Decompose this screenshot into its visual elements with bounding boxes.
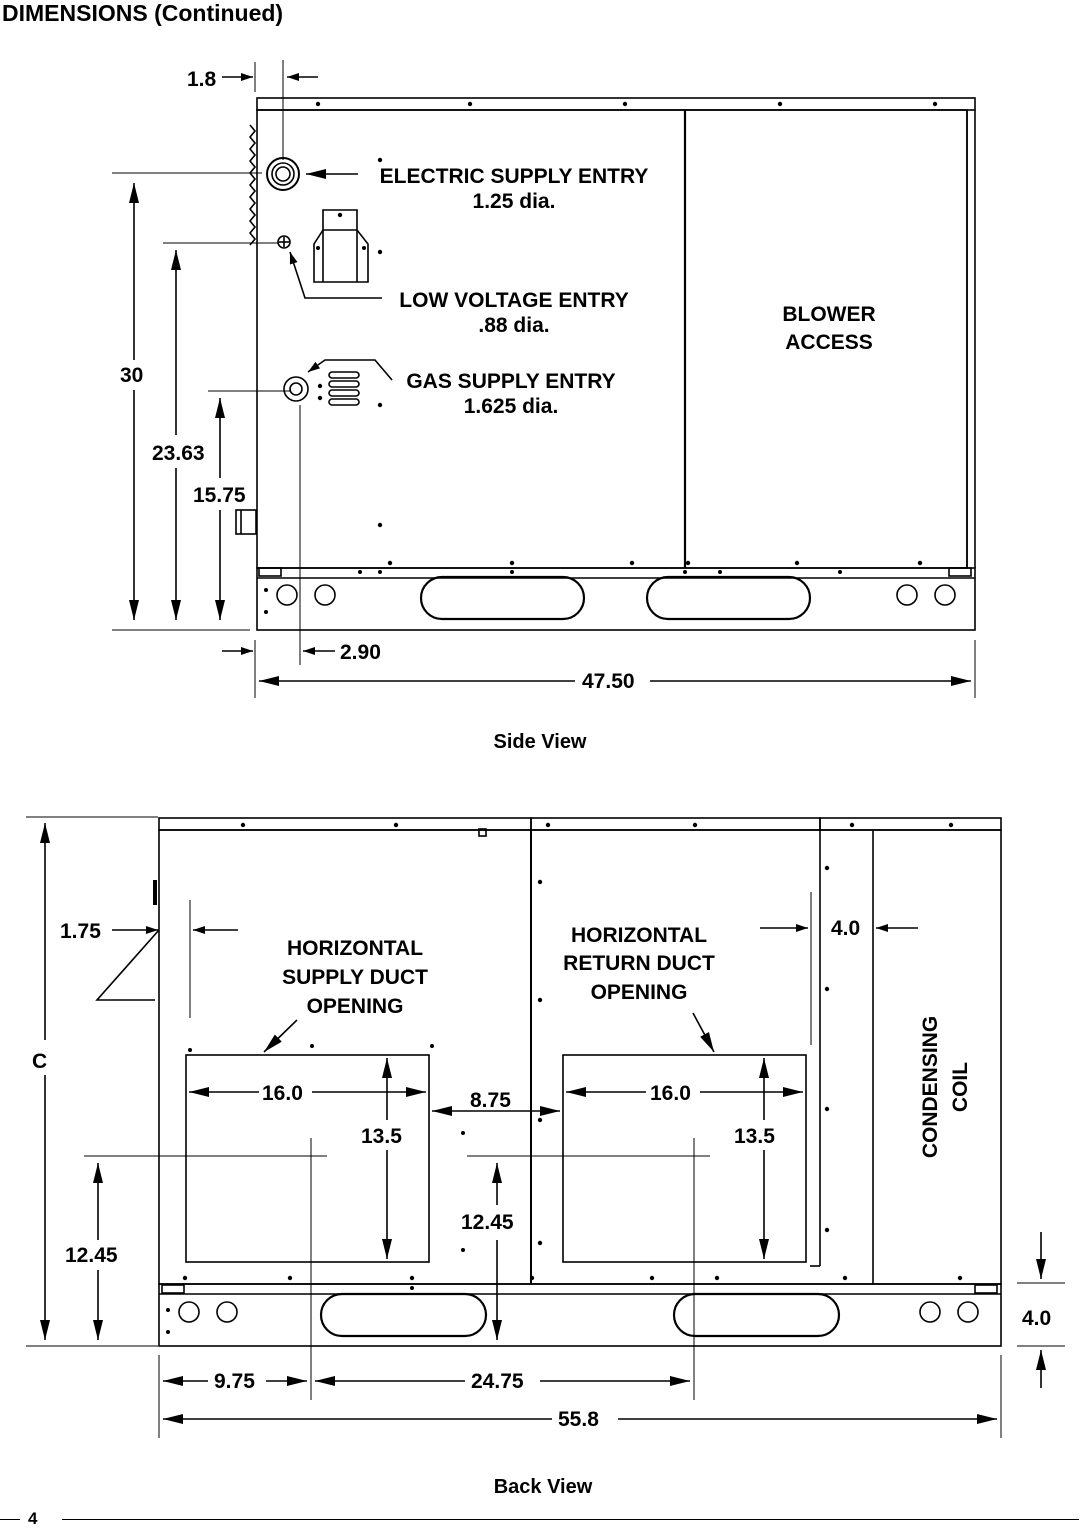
condensing-coil-label-group: CONDENSING COIL: [919, 1016, 972, 1158]
back-view-dots: [166, 822, 963, 1334]
dim-bottom-offset: 2.90: [340, 641, 381, 664]
page-number: 4: [28, 1509, 38, 1528]
blower-access-label-1: BLOWER: [782, 303, 875, 326]
dim-height-electric: 30: [120, 364, 143, 387]
dim-overall-height: C: [32, 1050, 47, 1073]
supply-duct-label-2: SUPPLY DUCT: [282, 966, 428, 989]
dim-return-width: 16.0: [650, 1082, 691, 1105]
supply-duct-label-3: OPENING: [307, 995, 404, 1018]
side-base-rail: [256, 567, 976, 631]
dim-left-offset: 1.75: [60, 920, 101, 943]
low-voltage-dia-label: .88 dia.: [478, 314, 549, 337]
back-view: [95, 817, 1002, 1347]
return-duct-label-1: HORIZONTAL: [571, 924, 707, 947]
page-title: DIMENSIONS (Continued): [2, 0, 284, 26]
dim-mid-center-height: 12.45: [461, 1211, 514, 1234]
dim-overall-width-back: 55.8: [558, 1408, 599, 1431]
side-view-caption: Side View: [493, 731, 586, 753]
back-top-rail-mid: [530, 817, 821, 831]
return-duct-opening: [562, 1054, 807, 1263]
low-voltage-entry-label: LOW VOLTAGE ENTRY: [399, 289, 628, 312]
dim-left-center-height: 12.45: [65, 1244, 118, 1267]
side-top-rail: [256, 97, 976, 111]
side-view-dots: [264, 101, 938, 614]
dim-gap-between: 8.75: [470, 1089, 511, 1112]
back-top-rail-right: [819, 817, 1002, 831]
dim-right-offset: 4.0: [831, 917, 860, 940]
dim-height-low-voltage: 23.63: [152, 442, 205, 465]
dim-overall-width: 47.50: [582, 670, 635, 693]
dim-supply-width: 16.0: [262, 1082, 303, 1105]
back-base-rail: [158, 1283, 1002, 1347]
dim-base-height: 4.0: [1022, 1307, 1051, 1330]
back-view-caption: Back View: [494, 1476, 593, 1498]
footer-rule-left: [0, 1519, 20, 1520]
back-view-dimensions: [26, 816, 1065, 1438]
dim-supply-height: 13.5: [361, 1125, 402, 1148]
dim-center-to-center: 24.75: [471, 1370, 524, 1393]
gas-supply-dia-label: 1.625 dia.: [464, 395, 559, 418]
footer-rule: [62, 1519, 1079, 1520]
back-top-rail-left: [158, 817, 532, 831]
back-body: [158, 829, 1002, 1285]
dim-height-gas: 15.75: [193, 484, 246, 507]
gas-supply-entry-label: GAS SUPPLY ENTRY: [406, 370, 615, 393]
supply-duct-opening: [185, 1054, 430, 1263]
electric-supply-entry-label: ELECTRIC SUPPLY ENTRY: [380, 165, 649, 188]
side-view: [235, 60, 976, 665]
electric-supply-dia-label: 1.25 dia.: [473, 190, 556, 213]
dim-top-offset: 1.8: [187, 68, 217, 91]
dim-return-height: 13.5: [734, 1125, 775, 1148]
side-view-dimensions: [112, 62, 976, 698]
condensing-coil-label-1: CONDENSING: [919, 1016, 942, 1158]
supply-duct-label-1: HORIZONTAL: [287, 937, 423, 960]
return-duct-label-2: RETURN DUCT: [563, 952, 715, 975]
return-duct-label-3: OPENING: [591, 981, 688, 1004]
condensing-coil-label-2: COIL: [949, 1062, 972, 1112]
dim-supply-center-offset: 9.75: [214, 1370, 255, 1393]
blower-access-label-2: ACCESS: [785, 331, 873, 354]
